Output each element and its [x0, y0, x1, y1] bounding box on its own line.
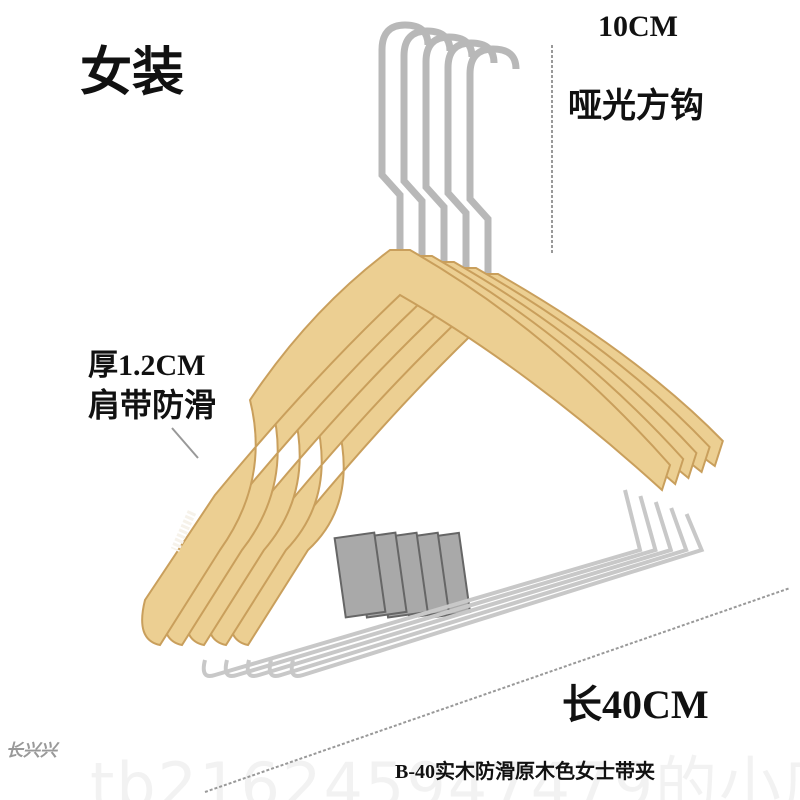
hook-icon [466, 45, 520, 274]
hook-length-label: 10CM [598, 10, 678, 43]
brand-label: 长兴兴 [6, 741, 57, 761]
wooden-hanger [141, 249, 672, 647]
pointer-arrow [171, 427, 199, 459]
clip-icon [333, 531, 387, 619]
model-label: B-40实木防滑原木色女士带夹 [395, 761, 655, 783]
page-title: 女装 [80, 43, 185, 103]
hook-description-label: 哑光方钩 [568, 86, 704, 126]
length-label: 长40CM [562, 682, 709, 727]
hook-icon [378, 21, 432, 250]
hanger-rod [201, 489, 643, 678]
anti-slip-strip [170, 510, 197, 552]
shoulder-description-label: 肩带防滑 [88, 386, 217, 424]
hanger-rod [223, 495, 658, 678]
watermark: tb216245947479的小店98 [90, 749, 800, 800]
length-dimension-line [204, 587, 791, 793]
shoulder-thickness-label: 厚1.2CM [88, 349, 206, 382]
